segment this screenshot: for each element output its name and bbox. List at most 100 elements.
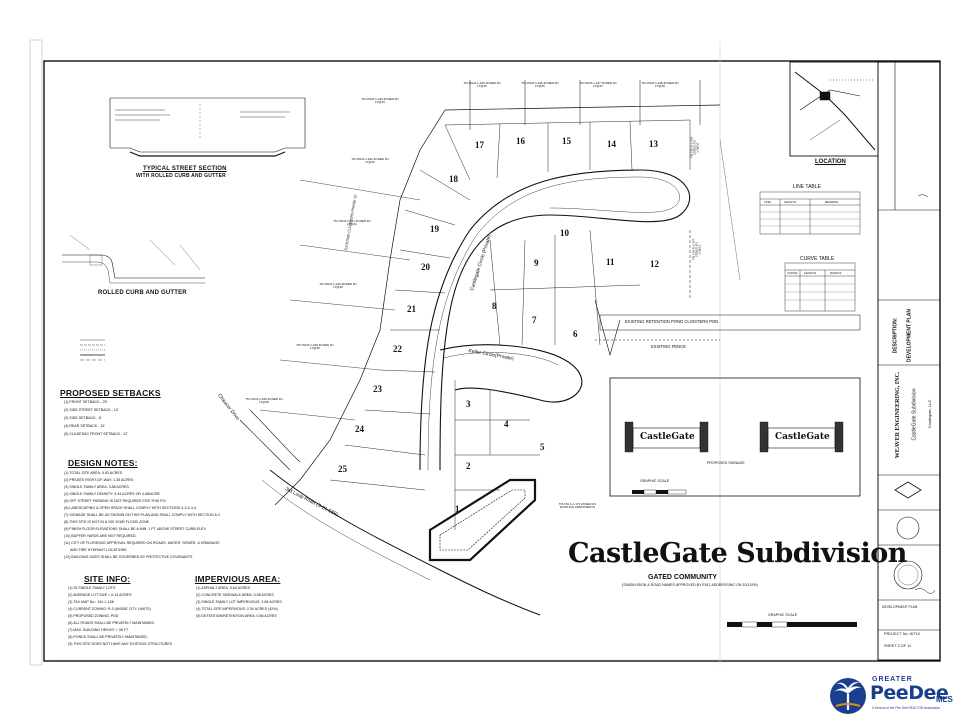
- line-table-grid: [759, 191, 861, 235]
- lot-number: 20: [421, 262, 430, 272]
- parcel-label: TM 150-8-1-238 ZONED R1 LT@38: [245, 397, 283, 404]
- impervious-item: (1) ASPHALT AREA: 0.64 ACRES: [196, 586, 250, 590]
- graphic-scale-label: GRAPHIC SCALE: [640, 479, 670, 483]
- setback-item: (2) SIDE STREET SETBACK - 10': [64, 408, 119, 412]
- site-info-item: (3) TAX MAP No.: 151-1-158: [68, 600, 114, 604]
- palmetto-logo-icon: [830, 678, 866, 714]
- design-note: (8) THIS SITE IS NOT IN A 100 YEAR FLOOD…: [64, 520, 150, 524]
- lot-number: 24: [355, 424, 364, 434]
- design-note: (2) PRIVATE RIGHT-OF-WAY: 1.35 ACRES: [64, 478, 134, 482]
- design-note: (12) BUILDING SIZES SHALL BE GOVERNED BY…: [64, 555, 193, 559]
- site-info-item: (7) MAX. BUILDING HEIGHT = 38 FT.: [68, 628, 129, 632]
- location-map: [789, 61, 879, 157]
- lot-number: 1: [455, 504, 460, 514]
- lot-number: 9: [534, 258, 539, 268]
- project-number: PROJECT No. WT19: [884, 632, 920, 636]
- brand-name: PeeDee: [870, 682, 949, 704]
- impervious-item: (2) CONCRETE SIDEWALK AREA: 0.08 ACRES: [196, 593, 274, 597]
- setback-item: (5) CULDESAC FRONT SETBACK - 12': [64, 432, 128, 436]
- site-info-item: (4) CURRENT ZONING: R-3 (INSIDE CITY LIM…: [68, 607, 151, 611]
- design-note: (5) OFF STREET PARKING IS NOT REQUIRED F…: [64, 499, 167, 503]
- design-note: (4) SINGLE FAMILY DENSITY: 4.44 ACRES OR…: [64, 492, 160, 496]
- lot-number: 3: [466, 399, 471, 409]
- parcel-label: TM 150-8-1-239 ZONED R1 LT@39: [296, 343, 334, 350]
- parcel-label: TM 150-8-1-269 ZONED R1 LT@10: [689, 136, 700, 159]
- lot-number: 8: [492, 301, 497, 311]
- brand-mls: MLS: [936, 695, 953, 704]
- street-section-title: TYPICAL STREET SECTION: [143, 166, 227, 172]
- impervious-item: (5) DETENTION/RETENTION AREA: 0.56 ACRES: [196, 614, 277, 618]
- description-label: DESCRIPTION:: [892, 317, 899, 354]
- site-info-item: (6) ALL ROADS SHALL BE PRIVATELY MAINTAI…: [68, 621, 156, 625]
- graphic-scale-large: [727, 621, 857, 628]
- design-note: (1) TOTAL SITE AREA: 5.63 ACRES: [64, 471, 123, 475]
- setback-item: (1) FRONT SETBACK - 25': [64, 400, 108, 404]
- setback-item: (4) REAR SETBACK - 15': [64, 424, 106, 428]
- lot-number: 15: [562, 136, 571, 146]
- setback-item: (3) SIDE SETBACK - 5': [64, 416, 102, 420]
- pond-label: EXISTING RETENTION POND CLOISTERS PON: [625, 319, 719, 324]
- curve-table-header: LENGTH: [804, 271, 817, 275]
- design-note: (7) SIGNAGE SHALL BE AS SHOWN ON THIS PL…: [64, 513, 220, 517]
- brand-greater: GREATER: [872, 676, 913, 683]
- site-info-item: (9) THIS SITE DOES NOT HAVE ANY EXISTING…: [68, 642, 173, 646]
- lot-number: 25: [338, 464, 347, 474]
- signage-detail: [609, 377, 861, 497]
- sheet-border: [43, 60, 941, 662]
- lot-number: 10: [560, 228, 569, 238]
- lot-number: 13: [649, 139, 658, 149]
- lot-lines: [329, 119, 691, 530]
- subdivision-subtitle: GATED COMMUNITY: [648, 574, 718, 581]
- setbacks-title: PROPOSED SETBACKS: [60, 388, 161, 398]
- graphic-scale-small: [632, 489, 687, 495]
- parcel-label: TM 150-8-1-242 ZONED R1 LT@42: [351, 157, 389, 164]
- site-info-item: (2) AVERAGE LOT SIZE = 0.13 ACRES: [68, 593, 132, 597]
- lot-number: 12: [650, 259, 659, 269]
- street-section-detail: [109, 97, 306, 157]
- lot-number: 19: [430, 224, 439, 234]
- sign-text-right: CastleGate: [775, 432, 830, 442]
- roads: [239, 169, 691, 616]
- naming-approval-note: (SUBDIVISION & ROAD NAMES APPROVED BY E9…: [622, 583, 758, 587]
- parcel-label: TM 150-8-1-248 ZONED R1 LT@48: [641, 81, 679, 88]
- parcel-label: TM 150-8-1-247 ZONED R1 LT@47: [579, 81, 617, 88]
- title-block: [877, 61, 941, 661]
- firm-name: WEAVER ENGINEERING, INC.: [895, 371, 901, 459]
- parcel-label: TM 150-8-1-243 ZONED R1 LT@43: [361, 97, 399, 104]
- parcel-label: TM 150-1-1-173 ZONED R1 EXISTING APARTME…: [558, 502, 597, 509]
- parcel-label: TM 150-8-1-240 ZONED R1 LT@40: [319, 282, 357, 289]
- design-note: (6) LANDSCAPING & OPEN SPACE SHALL COMPL…: [64, 506, 197, 510]
- signature-mark: [914, 588, 936, 594]
- description-sub: DEVELOPMENT PLAN: [882, 605, 918, 609]
- site-info-title: SITE INFO:: [84, 574, 131, 584]
- line-table-header: BEARING: [825, 200, 839, 204]
- line-table-header: LINE: [764, 200, 771, 204]
- impervious-item: (3) SINGLE FAMILY LOT IMPERVIOUS: 1.58 A…: [196, 600, 282, 604]
- location-label: LOCATION: [815, 159, 846, 165]
- lot-number: 22: [393, 344, 402, 354]
- site-info-item: (8) PONDS SHALL BE PRIVATELY MAINTAINED.: [68, 635, 149, 639]
- brand-tagline: A Service of the Pee Dee REALTOR Associa…: [872, 706, 941, 710]
- lot-number: 2: [466, 461, 471, 471]
- design-note: (3) SINGLE FAMILY AREA: 3.88 ACRES: [64, 485, 129, 489]
- lot-number: 18: [449, 174, 458, 184]
- subdivision-title: CastleGate Subdivision: [568, 538, 907, 569]
- lot-number: 7: [532, 315, 537, 325]
- street-section-subtitle: WITH ROLLED CURB AND GUTTER: [136, 173, 226, 179]
- parcel-label: TM 150-8-1-245 ZONED R1 LT@45: [463, 81, 501, 88]
- plan-description: DEVELOPMENT PLAN: [906, 308, 913, 363]
- detention-pond: [428, 478, 537, 562]
- lot-number: 14: [607, 139, 616, 149]
- curve-table-header: RADIUS: [830, 271, 842, 275]
- peedee-mls-logo: GREATER PeeDee MLS A Service of the Pee …: [826, 674, 956, 718]
- rolled-curb-detail: [62, 234, 205, 284]
- sign-text-left: CastleGate: [640, 432, 695, 442]
- curve-table-title: CURVE TABLE: [800, 256, 835, 262]
- graphic-scale-label-large: GRAPHIC SCALE: [768, 613, 798, 617]
- parcel-label: TM 150-8-1-267 ZONED R1 LT@12: [691, 238, 702, 261]
- design-note: AND FIRE HYDRANT LOCATIONS: [70, 548, 127, 552]
- lot-number: 17: [475, 140, 484, 150]
- lot-number: 16: [516, 136, 525, 146]
